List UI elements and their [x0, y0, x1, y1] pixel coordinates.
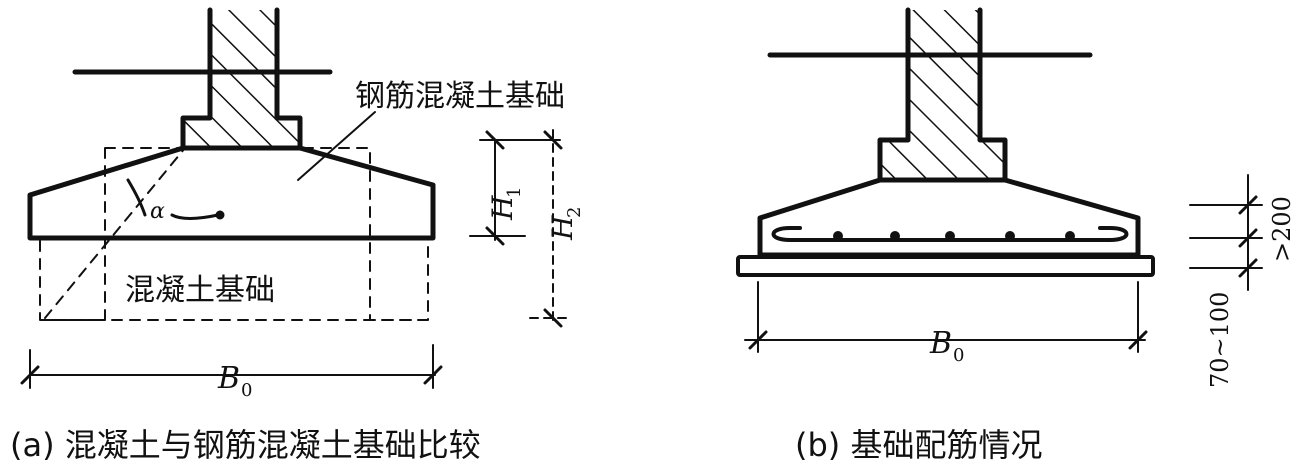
- tick-b0-b-left: [748, 330, 768, 350]
- plain-footing-dashed: [39, 147, 429, 321]
- label-b0-a: B: [217, 361, 240, 396]
- label-angle: α: [150, 199, 165, 224]
- wall-b: [877, 7, 1008, 183]
- diagonal-dashed: [44, 147, 186, 319]
- tick-right-bot: [1238, 258, 1258, 278]
- diagram-a: [20, 7, 571, 389]
- tick-right-mid: [1238, 228, 1258, 248]
- label-cover: 70~100: [1206, 292, 1234, 388]
- label-b0-b: B: [929, 326, 952, 361]
- tick-b0-b-right: [1128, 330, 1148, 350]
- tick-b0-a-right: [423, 365, 443, 385]
- base-slab-b: [736, 255, 1155, 277]
- rc-footing-b: [757, 177, 1141, 258]
- diagram-b: [736, 7, 1263, 353]
- rebar-dots: [833, 231, 1075, 241]
- tick-h1-top: [485, 130, 505, 150]
- caption-b: (b) 基础配筋情况: [795, 426, 1043, 464]
- rebar-hook-right: [1098, 226, 1129, 242]
- angle-dot: [215, 210, 225, 220]
- angle-pointer: [170, 213, 220, 220]
- diagram-a-labels: 钢筋混凝土基础 混凝土基础 α H 1 H 2 B 0: [125, 79, 585, 401]
- label-rc-footing: 钢筋混凝土基础: [355, 79, 565, 114]
- tick-b0-a-left: [20, 365, 40, 385]
- tick-h2-top: [543, 130, 563, 150]
- label-top: >200: [1268, 196, 1296, 262]
- caption-a: (a) 混凝土与钢筋混凝土基础比较: [10, 426, 481, 464]
- tick-right-top: [1238, 195, 1258, 215]
- label-h1: H: [486, 195, 519, 221]
- rebar-hook-left: [771, 226, 802, 242]
- diagram-b-labels: B 0 70~100 >200: [929, 196, 1296, 388]
- rc-footing-a: [27, 145, 436, 241]
- label-plain-footing: 混凝土基础: [125, 273, 275, 308]
- wall-a: [180, 7, 303, 151]
- tick-h1-bot: [485, 226, 505, 246]
- tick-h2-bot: [543, 308, 563, 328]
- angle-arc: [126, 178, 147, 217]
- leader-line-rc: [297, 111, 376, 181]
- label-h2: H: [546, 215, 579, 241]
- label-b0-a-sub: 0: [241, 380, 252, 401]
- label-b0-b-sub: 0: [953, 345, 964, 366]
- label-h2-sub: 2: [564, 207, 585, 218]
- label-h1-sub: 1: [504, 187, 525, 198]
